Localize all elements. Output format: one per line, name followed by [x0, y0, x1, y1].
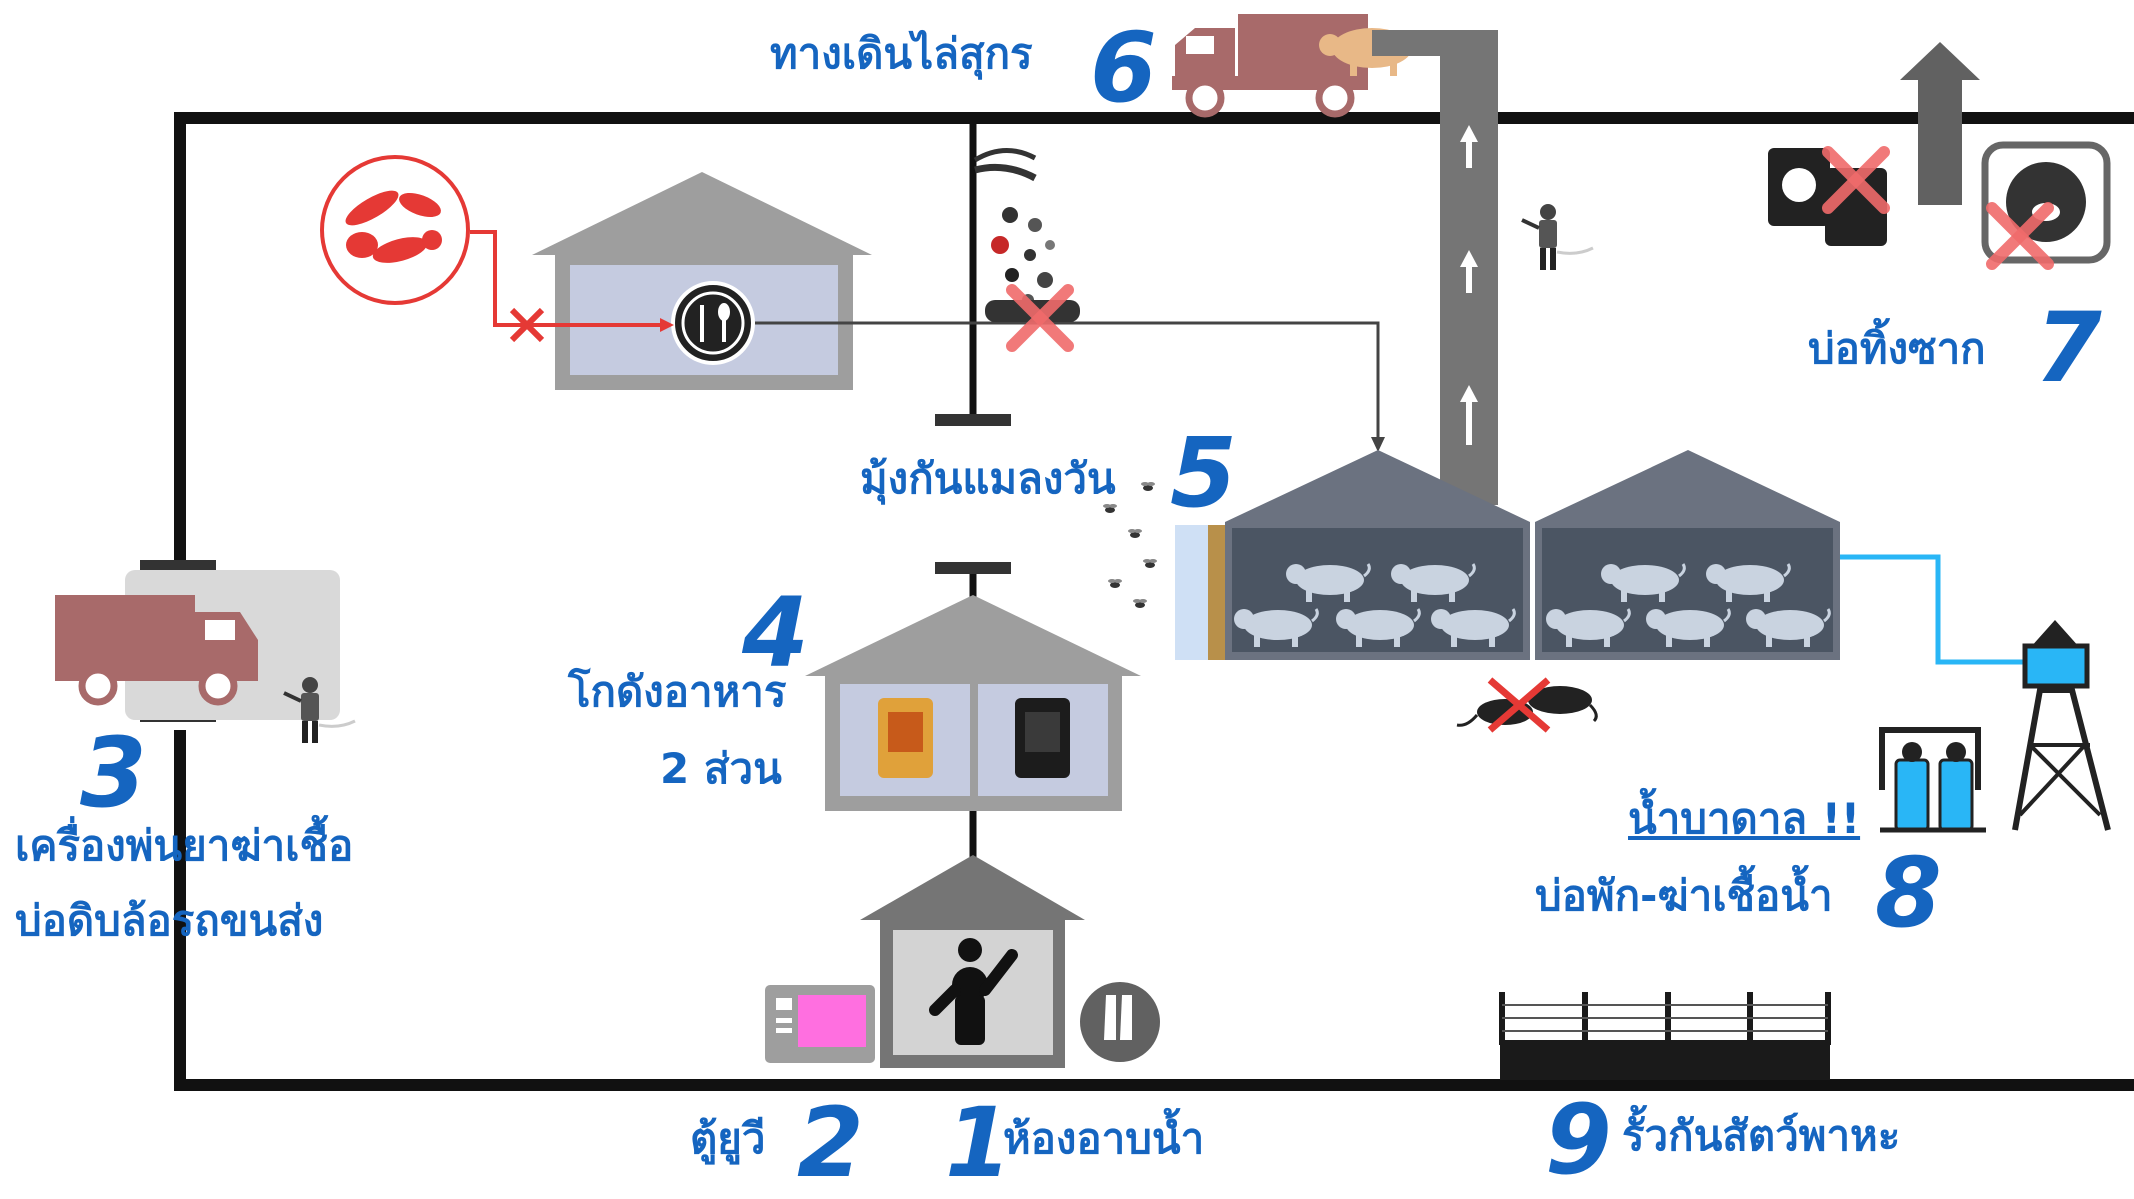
inner-wall [935, 124, 1011, 860]
station-6-label: ทางเดินไล่สุกร [770, 29, 1033, 78]
station-5-number: 5 [1170, 417, 1237, 529]
station-8-label-line1: น้ำบาดาล !! [1628, 794, 1861, 843]
feed-sack-icon [878, 698, 1070, 778]
leftover-scraps-icon [973, 147, 1080, 346]
station-3-number: 3 [80, 717, 147, 829]
rat-icon [1456, 677, 1598, 733]
pig-barn-2 [1535, 450, 1840, 660]
fly-screen [1175, 525, 1233, 660]
prohibited-food-arrow [470, 230, 660, 327]
fence-icon [1499, 992, 1831, 1080]
station-7-label: บ่อทิ้งซาก [1808, 324, 1986, 373]
station-5-label: มุ้งกันแมลงวัน [860, 454, 1116, 503]
boot-icon [1080, 982, 1160, 1062]
water-tower-icon [2012, 620, 2111, 831]
station-4-label-line2: 2 ส่วน [660, 744, 782, 793]
station-4-number: 4 [742, 577, 809, 689]
uv-cabinet-icon [765, 985, 875, 1063]
disposal-arrow-icon [1900, 42, 1980, 205]
prohibited-food-x-icon [509, 307, 545, 343]
station-8-number: 8 [1875, 837, 1942, 949]
food-flow-arrow [755, 321, 1380, 440]
carcass-bag-icon [1768, 141, 2111, 264]
water-tank-icon [1879, 727, 1986, 833]
station-7-number: 7 [2035, 292, 2102, 404]
shower-icon [929, 938, 1018, 1045]
truck-icon [55, 595, 258, 706]
station-6-number: 6 [1090, 12, 1157, 124]
feed-warehouse [805, 595, 1141, 811]
station-9-label: รั้วกันสัตว์พาหะ [1622, 1111, 1901, 1160]
station-3-label-line1: เครื่องพ่นยาฆ่าเชื้อ [15, 821, 354, 870]
station-4-label-line1: โกดังอาหาร [568, 667, 787, 716]
station-1-number: 1 [945, 1087, 1012, 1199]
station-8-label-line2: บ่อพัก-ฆ่าเชื้อน้ำ [1535, 871, 1833, 920]
entrance-disinfection-area [55, 570, 357, 745]
pig-walkway [1372, 30, 1498, 505]
sausage-icon [320, 155, 470, 305]
truck-icon [1172, 14, 1368, 118]
station-9-number: 9 [1545, 1084, 1612, 1196]
pig-barn-1 [1225, 450, 1530, 660]
station-3-label-line2: บ่อดิบล้อรถขนส่ง [15, 896, 324, 945]
kitchen-building [532, 172, 872, 390]
station-1-label: ห้องอาบน้ำ [1003, 1114, 1205, 1163]
station-2-number: 2 [797, 1087, 864, 1199]
shower-building [860, 855, 1085, 1068]
water-pipe [1840, 554, 2030, 665]
sprayer-person-icon [1520, 202, 1595, 272]
station-2-label: ตู้ยูวี [690, 1114, 766, 1163]
food-icon [671, 281, 755, 365]
